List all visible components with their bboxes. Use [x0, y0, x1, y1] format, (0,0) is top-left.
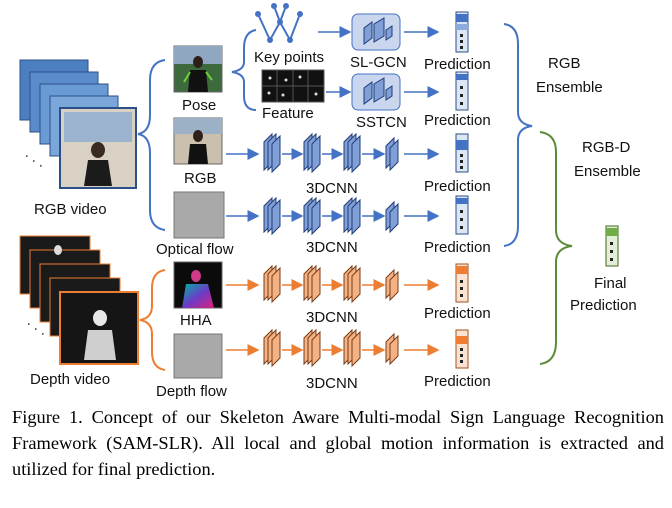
- depth-flow-3dcnn-block: [263, 328, 399, 368]
- prediction-label-rgb: Prediction: [424, 178, 491, 195]
- flow-3dcnn-block: [263, 196, 399, 236]
- prediction-bar-hha: [455, 263, 469, 303]
- depth-video-label: Depth video: [30, 371, 110, 388]
- hha-label: HHA: [180, 312, 212, 329]
- rgb-label: RGB: [184, 170, 217, 187]
- rgb-modality-brace: [137, 59, 166, 231]
- rgb-3dcnn-block: [263, 132, 399, 174]
- final-label-1: Final: [594, 275, 627, 292]
- rgbd-ensemble-label-2: Ensemble: [574, 163, 641, 180]
- pose-fork-brace: [231, 29, 257, 111]
- final-prediction-bar: [605, 225, 619, 267]
- pose-label: Pose: [182, 97, 216, 114]
- prediction-bar-rgb: [455, 133, 469, 173]
- rgb-video-dots: · · ·: [21, 147, 48, 173]
- optical-flow-thumbnail: [173, 191, 225, 239]
- prediction-label-sstcn: Prediction: [424, 112, 491, 129]
- rgb-video-label: RGB video: [34, 201, 107, 218]
- key-points-icon: [255, 3, 303, 43]
- rgbd-ensemble-label-1: RGB-D: [582, 139, 631, 156]
- rgb-video-stack: [19, 59, 137, 189]
- slgcn-box: [351, 13, 401, 51]
- prediction-label-slgcn: Prediction: [424, 56, 491, 73]
- prediction-label-depth-flow: Prediction: [424, 373, 491, 390]
- prediction-bar-sstcn: [455, 71, 469, 111]
- depth-modality-brace: [139, 269, 166, 371]
- key-points-label: Key points: [254, 49, 324, 66]
- figure-caption: Figure 1. Concept of our Skeleton Aware …: [12, 404, 664, 482]
- rgb-ensemble-label-2: Ensemble: [536, 79, 603, 96]
- rgbd-ensemble-brace: [539, 131, 573, 365]
- rgb-ensemble-brace: [503, 23, 533, 247]
- rgb-ensemble-label-1: RGB: [548, 55, 581, 72]
- depth-flow-3dcnn-label: 3DCNN: [306, 375, 358, 392]
- final-label-2: Prediction: [570, 297, 637, 314]
- hha-thumbnail: [173, 261, 223, 309]
- prediction-bar-depth-flow: [455, 329, 469, 369]
- depth-video-stack: [19, 235, 139, 365]
- optical-flow-label: Optical flow: [156, 241, 234, 258]
- feature-label: Feature: [262, 105, 314, 122]
- rgb-3dcnn-label: 3DCNN: [306, 180, 358, 197]
- prediction-label-hha: Prediction: [424, 305, 491, 322]
- pose-thumbnail: [173, 45, 223, 93]
- prediction-label-flow: Prediction: [424, 239, 491, 256]
- hha-3dcnn-label: 3DCNN: [306, 309, 358, 326]
- sstcn-box: [351, 73, 401, 111]
- caption-text: Figure 1. Concept of our Skeleton Aware …: [12, 407, 664, 479]
- slgcn-label: SL-GCN: [350, 54, 407, 71]
- prediction-bar-slgcn: [455, 11, 469, 53]
- hha-3dcnn-block: [263, 264, 399, 304]
- rgb-thumbnail: [173, 117, 223, 165]
- depth-flow-label: Depth flow: [156, 383, 227, 400]
- feature-icon: [261, 69, 325, 103]
- sam-slr-concept-diagram: · · · RGB video · · · Depth video Pose R…: [19, 3, 641, 400]
- depth-flow-thumbnail: [173, 333, 223, 379]
- flow-3dcnn-label: 3DCNN: [306, 239, 358, 256]
- prediction-bar-flow: [455, 195, 469, 235]
- sstcn-label: SSTCN: [356, 114, 407, 131]
